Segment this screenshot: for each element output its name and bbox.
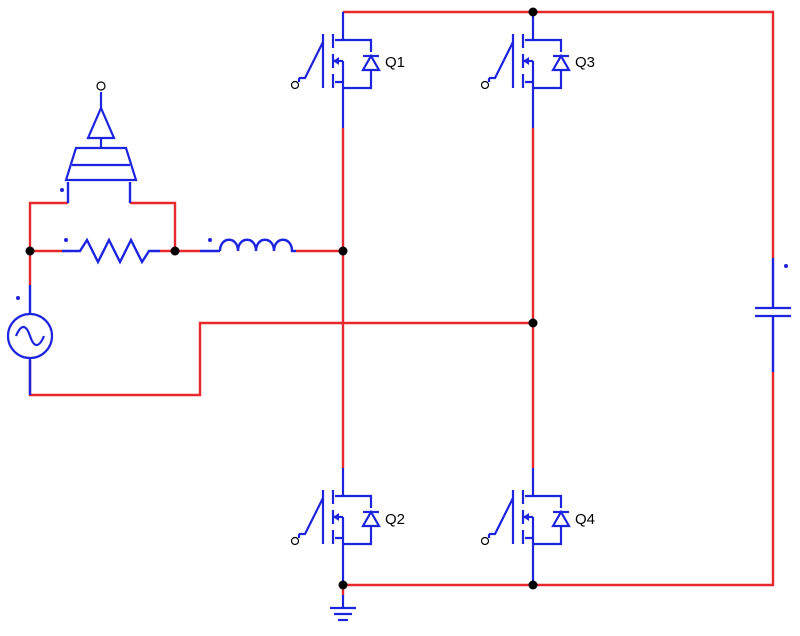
q2-mosfet[interactable] bbox=[290, 468, 381, 584]
q2-gate-terminal[interactable] bbox=[290, 536, 300, 546]
wire-mid-to-source bbox=[28, 321, 533, 397]
q3-mosfet[interactable] bbox=[480, 12, 571, 128]
capacitor[interactable] bbox=[755, 258, 791, 372]
wire-right-return bbox=[341, 372, 775, 595]
ac-source[interactable] bbox=[6, 285, 54, 395]
node-left-leg-mid bbox=[338, 246, 348, 256]
q1-label: Q1 bbox=[385, 54, 405, 71]
junction-nodes bbox=[25, 7, 538, 590]
node-resistor-right bbox=[170, 246, 180, 256]
resistor[interactable] bbox=[62, 237, 160, 265]
wire-top-rail bbox=[343, 10, 775, 258]
q4-label: Q4 bbox=[575, 511, 595, 528]
node-right-leg-mid bbox=[528, 318, 538, 328]
node-bottom-right bbox=[528, 580, 538, 590]
q3-gate-terminal[interactable] bbox=[480, 80, 490, 90]
q1-mosfet[interactable] bbox=[290, 12, 381, 128]
q2-label: Q2 bbox=[385, 511, 405, 528]
mosfet-group bbox=[290, 12, 571, 584]
q4-mosfet[interactable] bbox=[480, 468, 571, 584]
meter-probe[interactable] bbox=[60, 81, 138, 203]
q1-gate-terminal[interactable] bbox=[290, 80, 300, 90]
wires bbox=[28, 10, 775, 595]
ground-symbol bbox=[330, 595, 356, 622]
node-bottom-left bbox=[338, 580, 348, 590]
node-source-top bbox=[25, 246, 35, 256]
node-top-right-leg bbox=[528, 7, 538, 17]
q3-label: Q3 bbox=[575, 54, 595, 71]
wire-meter-branch-right bbox=[130, 201, 177, 251]
transistor-labels: Q1 Q3 Q2 Q4 bbox=[385, 54, 595, 528]
wire-meter-branch bbox=[28, 201, 68, 285]
inductor[interactable] bbox=[200, 238, 296, 253]
q4-gate-terminal[interactable] bbox=[480, 536, 490, 546]
